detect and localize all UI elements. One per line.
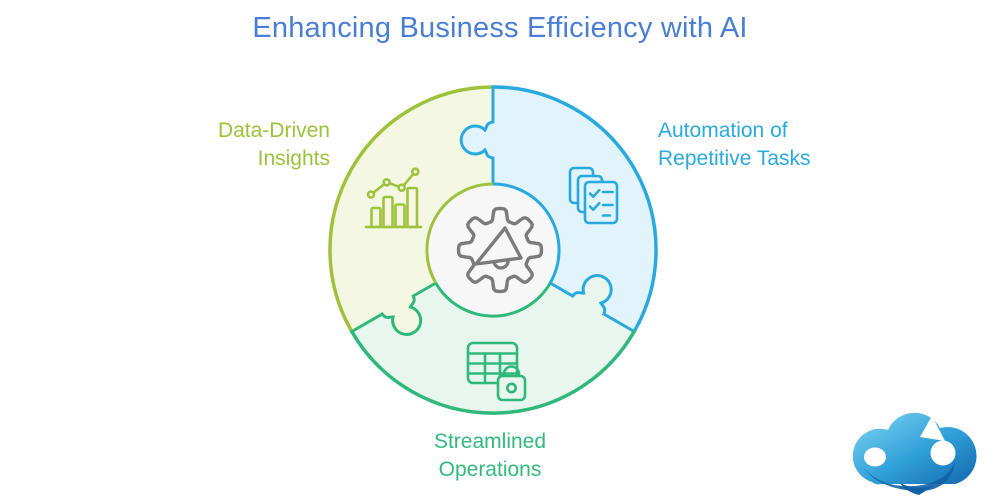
cloud-swirl-shape (852, 412, 977, 495)
outer-arc-blue (491, 85, 658, 334)
label-line: Repetitive Tasks (658, 146, 811, 170)
bar-chart-icon (364, 167, 423, 229)
puzzle-divider-left (350, 281, 438, 336)
gear-megaphone-icon (456, 206, 544, 294)
outer-arc-green (350, 329, 636, 415)
label-line: Data-Driven (217, 119, 330, 142)
label-line: Insights (257, 146, 330, 170)
documents-checklist-icon (568, 166, 619, 225)
inner-arc-olive (425, 182, 494, 284)
outer-arc-olive (328, 85, 495, 334)
label-line: Streamlined (433, 430, 547, 453)
label-data-driven-insights: Data-Driven Insights (140, 117, 330, 172)
label-automation-of-repetitive-tasks: Automation of Repetitive Tasks (658, 117, 898, 172)
cloud-swirl-logo (852, 412, 977, 495)
label-streamlined-operations: Streamlined Operations (380, 428, 600, 483)
puzzle-divider-right (548, 274, 636, 333)
label-line: Operations (438, 457, 542, 481)
page-title: Enhancing Business Efficiency with AI (252, 12, 748, 44)
inner-arc-green (434, 282, 552, 318)
puzzle-divider-top (459, 85, 495, 186)
table-lock-icon (466, 341, 527, 402)
label-line: Automation of (658, 119, 788, 142)
inner-arc-blue (492, 182, 561, 284)
